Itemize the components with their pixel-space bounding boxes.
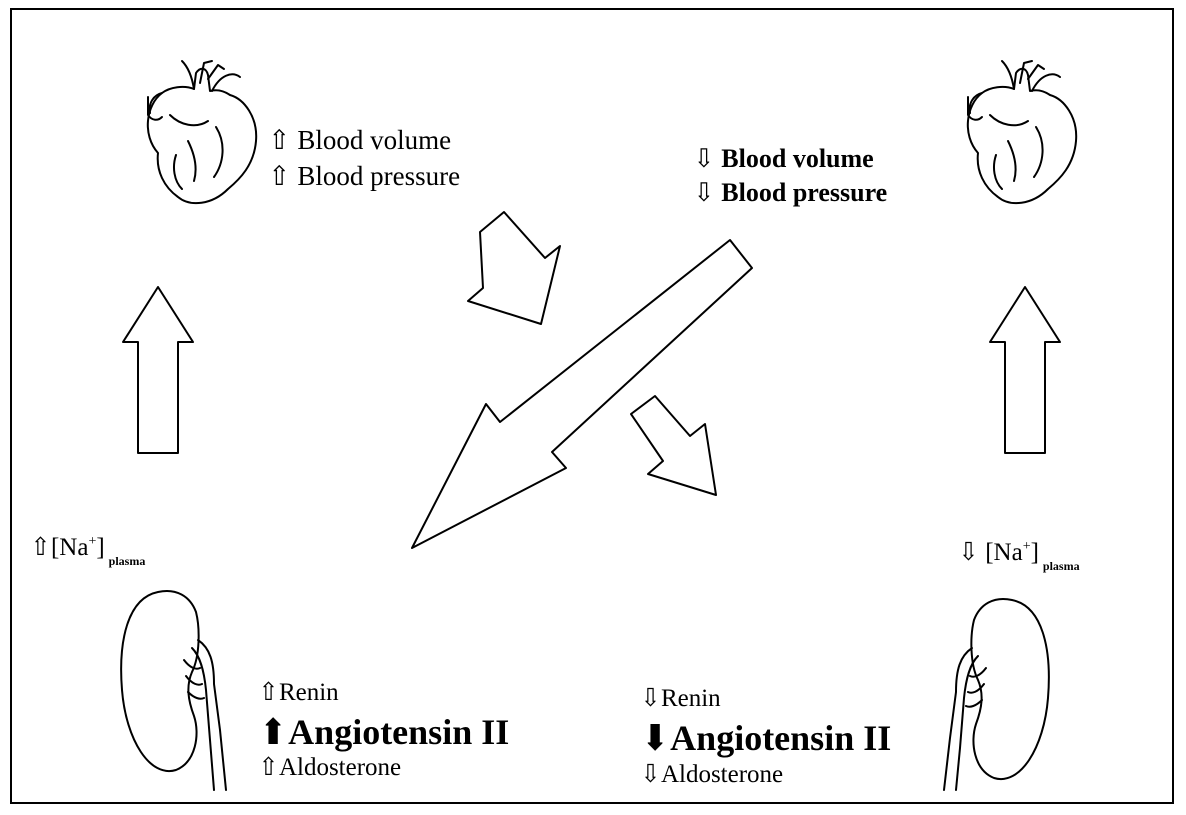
- heart-left-line-2: ⇧ Blood pressure: [268, 163, 460, 190]
- up-hollow-arrow-icon: ⇧: [30, 535, 51, 560]
- down-hollow-arrow-icon: ⇩: [640, 686, 661, 711]
- blood-volume-label: Blood volume: [721, 144, 873, 173]
- heart-left-line-1: ⇧ Blood volume: [268, 127, 451, 154]
- angiotensin-left: ⬆Angiotensin II: [258, 714, 509, 750]
- down-hollow-arrow-icon: ⇩: [693, 146, 715, 172]
- plasma-subscript: plasma: [1043, 559, 1080, 573]
- sodium-bracket: ]: [96, 534, 104, 561]
- heart-right-line-1: ⇩ Blood volume: [693, 146, 874, 172]
- blood-pressure-label: Blood pressure: [297, 161, 460, 191]
- renin-label: Renin: [279, 679, 339, 706]
- aldosterone-label: Aldosterone: [661, 761, 783, 788]
- angiotensin-right: ⬇Angiotensin II: [640, 720, 891, 756]
- down-hollow-arrow-icon: ⇩: [693, 180, 715, 206]
- sodium-ion: [Na: [51, 534, 88, 561]
- blood-volume-label: Blood volume: [297, 125, 451, 155]
- renin-label: Renin: [661, 685, 721, 712]
- renin-right: ⇩Renin: [640, 686, 721, 711]
- sodium-right: ⇩ [Na+]plasma: [958, 540, 1080, 565]
- angiotensin-label: Angiotensin II: [288, 712, 509, 752]
- sodium-bracket: ]: [1031, 539, 1039, 566]
- small-diagonal-arrow-icon-bottom: [631, 396, 716, 495]
- up-solid-arrow-icon: ⬆: [258, 714, 288, 750]
- down-hollow-arrow-icon: ⇩: [640, 762, 661, 787]
- down-hollow-arrow-icon: ⇩: [958, 540, 979, 565]
- up-hollow-arrow-icon: ⇧: [268, 163, 291, 190]
- aldosterone-left: ⇧Aldosterone: [258, 755, 401, 780]
- up-hollow-arrow-icon: ⇧: [268, 127, 291, 154]
- up-hollow-arrow-icon: ⇧: [258, 680, 279, 705]
- sodium-charge: +: [1023, 539, 1031, 554]
- up-hollow-arrow-icon: ⇧: [258, 755, 279, 780]
- plasma-subscript: plasma: [109, 554, 146, 568]
- heart-right-line-2: ⇩ Blood pressure: [693, 180, 887, 206]
- down-solid-arrow-icon: ⬇: [640, 720, 670, 756]
- aldosterone-right: ⇩Aldosterone: [640, 762, 783, 787]
- angiotensin-label: Angiotensin II: [670, 718, 891, 758]
- blood-pressure-label: Blood pressure: [721, 178, 887, 207]
- aldosterone-label: Aldosterone: [279, 754, 401, 781]
- renin-left: ⇧Renin: [258, 680, 339, 705]
- sodium-ion: [Na: [985, 539, 1022, 566]
- sodium-charge: +: [88, 534, 96, 549]
- sodium-left: ⇧[Na+]plasma: [30, 535, 145, 560]
